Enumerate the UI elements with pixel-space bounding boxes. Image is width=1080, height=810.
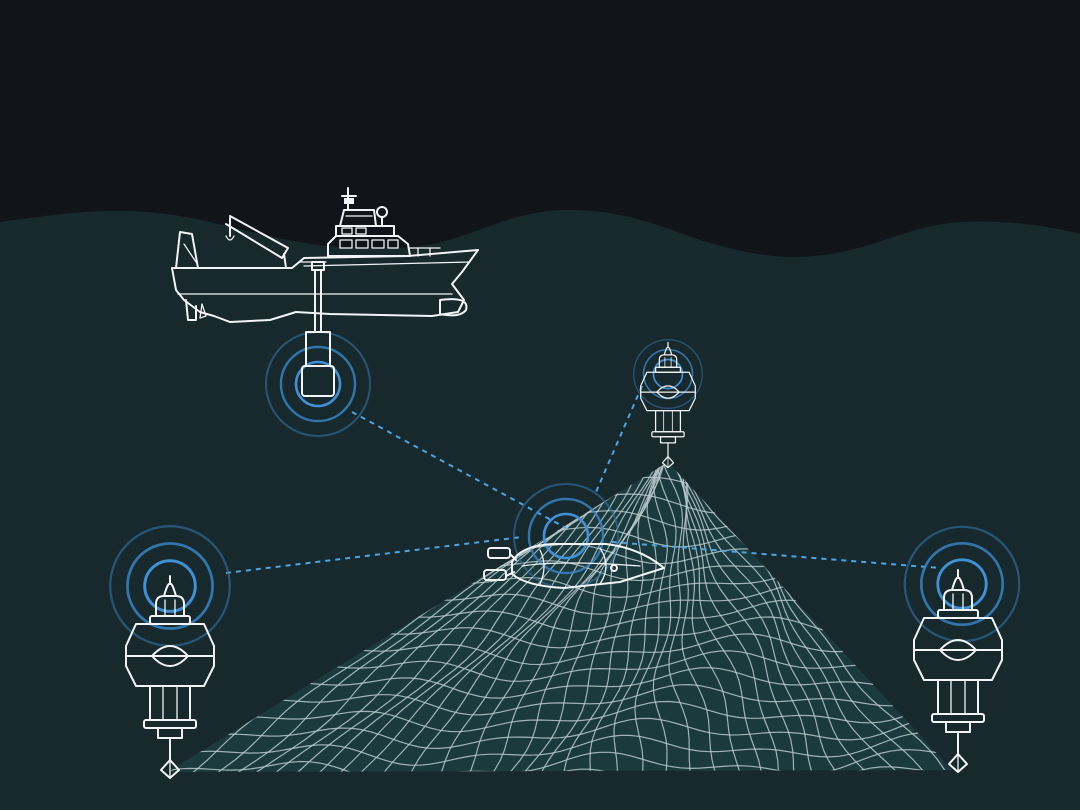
seafloor-grid-line: [459, 462, 665, 772]
seafloor-grid-line: [634, 462, 668, 772]
seafloor-grid-line: [676, 462, 797, 772]
link-ship-auv: [351, 411, 567, 529]
seafloor-grid-line: [168, 731, 952, 767]
seafloor-grid-line: [662, 462, 853, 772]
hull-transducer-icon: [301, 261, 335, 397]
seafloor-grid-line: [372, 462, 662, 772]
seafloor-grid-line: [652, 462, 677, 772]
seafloor-grid-line: [659, 462, 885, 772]
seafloor-grid-line: [477, 462, 672, 772]
seafloor-grid-line: [613, 462, 669, 772]
seafloor-grid-line: [403, 462, 657, 772]
seafloor-grid-line: [658, 462, 695, 772]
seafloor-grid-line: [534, 462, 673, 772]
link-right-auv: [611, 541, 941, 569]
seafloor-grid-line: [493, 462, 677, 772]
auv-icon: [483, 543, 665, 589]
survey-ship-icon: [171, 187, 479, 323]
seafloor-grid-line: [675, 462, 763, 772]
seafloor-mesh-icon: [168, 462, 952, 772]
seafloor-grid-line: [168, 697, 952, 740]
seafloor-grid-line: [669, 462, 823, 772]
seafloor-grid-line: [434, 462, 659, 772]
seafloor-grid-line: [679, 462, 779, 772]
seafloor-grid-line: [561, 462, 671, 772]
acoustic-links: [225, 385, 941, 574]
seafloor-grid-line: [168, 681, 952, 723]
seafloor-grid-line: [589, 462, 670, 772]
